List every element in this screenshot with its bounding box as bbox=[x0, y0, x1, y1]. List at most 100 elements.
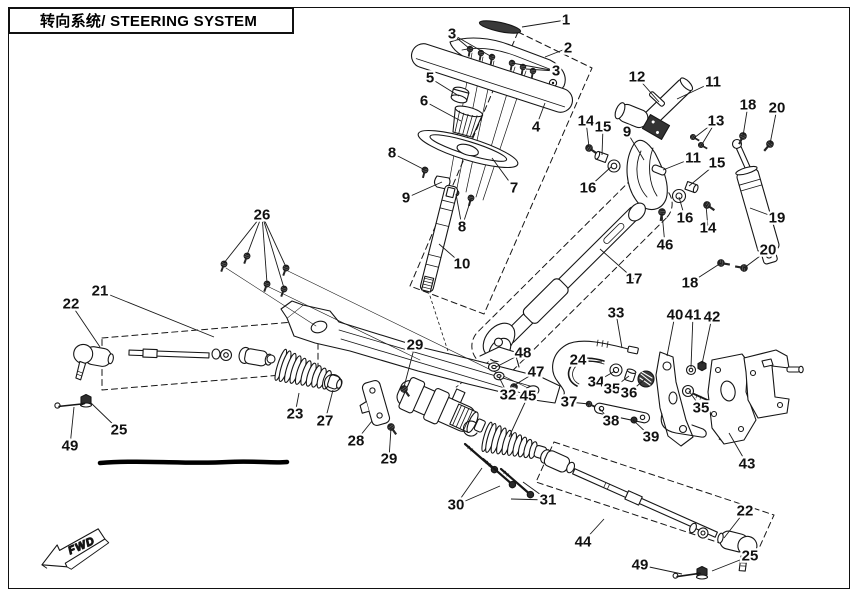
callout-25: 25 bbox=[111, 422, 128, 439]
cable bbox=[552, 340, 633, 398]
callout-36: 36 bbox=[621, 385, 638, 402]
leader-line bbox=[743, 249, 769, 269]
washer bbox=[685, 364, 697, 376]
leader-line bbox=[388, 427, 392, 460]
leader-line bbox=[639, 564, 683, 575]
leader-line bbox=[99, 290, 215, 338]
callout-40: 40 bbox=[667, 307, 684, 324]
leader-line bbox=[769, 107, 778, 145]
marker-line bbox=[97, 459, 290, 466]
leader-line bbox=[89, 401, 120, 431]
cotter-pin bbox=[672, 572, 701, 579]
hose bbox=[567, 357, 605, 387]
callout-31: 31 bbox=[540, 492, 557, 509]
callout-1: 1 bbox=[562, 12, 570, 29]
callout-35: 35 bbox=[693, 400, 710, 417]
gear-housing bbox=[396, 377, 486, 433]
leader-line bbox=[294, 392, 300, 415]
leader-line bbox=[405, 181, 443, 199]
cotter-pin bbox=[54, 402, 86, 409]
callout-47: 47 bbox=[528, 364, 545, 381]
leader-line bbox=[676, 81, 714, 100]
horn-strip bbox=[478, 20, 522, 34]
column-tube-end bbox=[642, 77, 694, 127]
leader-line bbox=[521, 19, 567, 28]
callout-14: 14 bbox=[578, 113, 595, 130]
leader-line bbox=[587, 166, 612, 189]
left-bellows-boot bbox=[274, 348, 343, 390]
lock-body bbox=[614, 102, 649, 129]
callout-35: 35 bbox=[604, 381, 621, 398]
callout-38: 38 bbox=[603, 413, 620, 430]
leader-line bbox=[511, 62, 557, 72]
leader-line bbox=[403, 344, 416, 388]
callout-17: 17 bbox=[626, 271, 643, 288]
callout-10: 10 bbox=[454, 256, 471, 273]
snap-ring bbox=[462, 420, 478, 437]
gear-shift-linkage bbox=[552, 339, 804, 447]
leader-line bbox=[598, 407, 612, 422]
leader-line bbox=[628, 378, 646, 394]
leader-line bbox=[601, 126, 604, 156]
callout-9: 9 bbox=[402, 190, 410, 207]
callout-22: 22 bbox=[737, 503, 754, 520]
leader-line bbox=[615, 312, 623, 349]
left-tie-rod-dashed-box bbox=[101, 319, 319, 391]
callout-12: 12 bbox=[629, 69, 646, 86]
intermediate-shaft bbox=[454, 202, 646, 389]
column-cover-plate bbox=[417, 129, 519, 169]
leader-line bbox=[711, 555, 751, 572]
callout-6: 6 bbox=[420, 93, 428, 110]
callout-25: 25 bbox=[742, 548, 759, 565]
nut bbox=[697, 360, 707, 372]
callout-15: 15 bbox=[709, 155, 726, 172]
leader-line bbox=[595, 370, 616, 383]
callout-20: 20 bbox=[760, 242, 777, 259]
leader-line bbox=[498, 376, 509, 396]
spring bbox=[637, 370, 655, 388]
flanged-bushing bbox=[671, 188, 687, 204]
callout-8: 8 bbox=[458, 219, 466, 236]
leader-line bbox=[522, 481, 549, 501]
callout-13: 13 bbox=[708, 113, 725, 130]
callout-3: 3 bbox=[448, 26, 456, 43]
callout-11: 11 bbox=[705, 74, 721, 91]
leader-line bbox=[749, 207, 778, 219]
leader-line bbox=[508, 395, 529, 438]
leader-line bbox=[246, 214, 263, 256]
rack-clamp bbox=[359, 380, 391, 426]
callout-37: 37 bbox=[561, 394, 578, 411]
leader-line bbox=[525, 68, 557, 72]
leader-line bbox=[510, 498, 549, 501]
leader-line bbox=[701, 316, 713, 365]
leader-line bbox=[438, 243, 463, 265]
flanged-bushing bbox=[607, 159, 621, 173]
spacer-bush bbox=[594, 150, 609, 164]
callout-22: 22 bbox=[63, 296, 80, 313]
callout-26: 26 bbox=[254, 207, 271, 224]
leader-line bbox=[261, 214, 285, 289]
steering-rack-assembly bbox=[238, 346, 576, 499]
leader-line bbox=[391, 152, 426, 171]
leader-line bbox=[742, 104, 749, 137]
callout-39: 39 bbox=[643, 429, 660, 446]
right-tie-rod bbox=[572, 468, 758, 580]
right-tie-rod-dashed-box bbox=[535, 441, 775, 556]
washer bbox=[609, 363, 623, 377]
frame-mount-bracket bbox=[217, 251, 561, 404]
callout-15: 15 bbox=[595, 119, 612, 136]
tie-rod-end bbox=[717, 530, 758, 572]
callout-19: 19 bbox=[769, 210, 786, 227]
leader-line bbox=[455, 467, 483, 506]
leader-line bbox=[455, 485, 501, 506]
callout-23: 23 bbox=[287, 406, 304, 423]
callout-32: 32 bbox=[500, 387, 517, 404]
leader-line bbox=[661, 212, 666, 246]
leader-line bbox=[261, 214, 268, 284]
callout-30: 30 bbox=[448, 497, 465, 514]
joint-washer bbox=[487, 362, 501, 372]
callout-49: 49 bbox=[632, 557, 649, 574]
callout-29: 29 bbox=[381, 451, 398, 468]
